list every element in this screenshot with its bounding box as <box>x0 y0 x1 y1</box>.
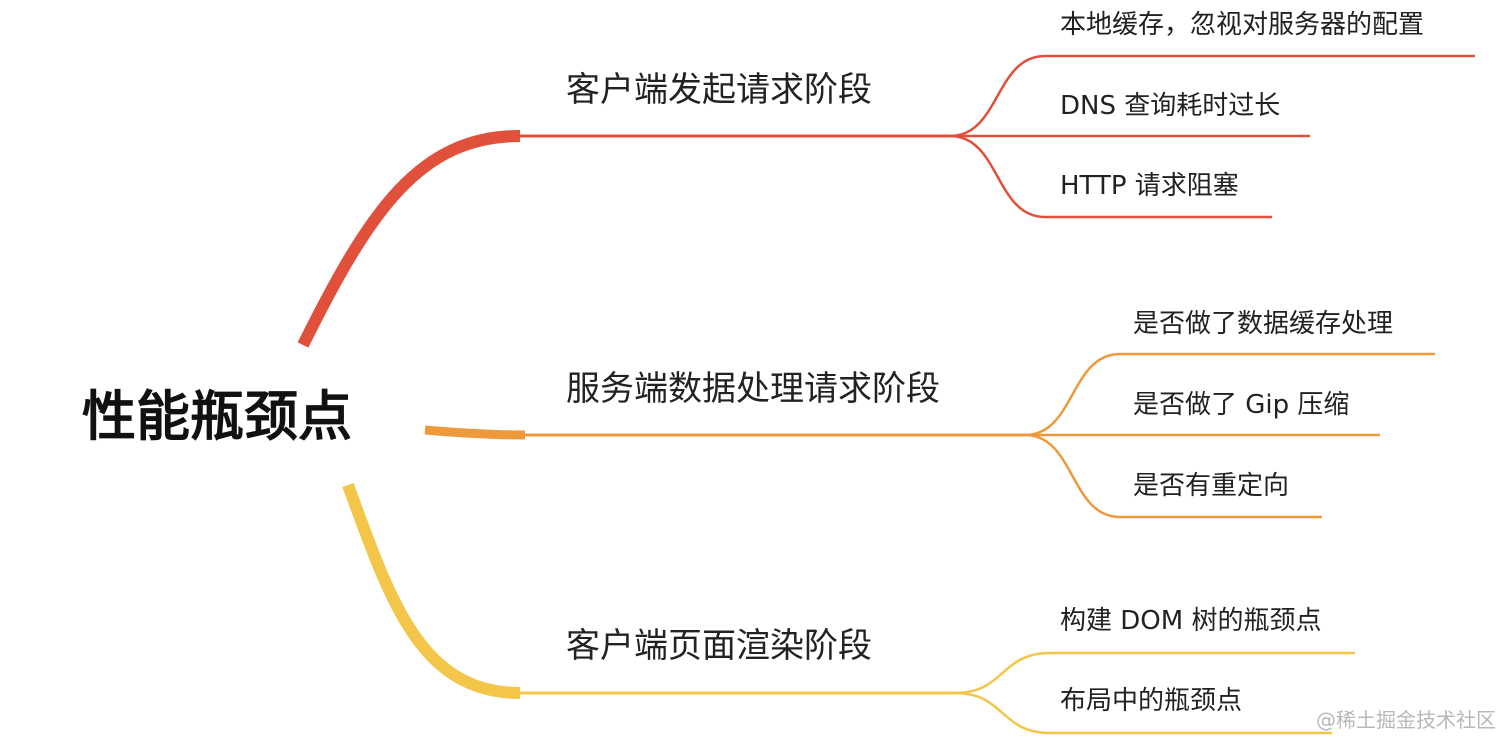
branch-connector <box>297 130 521 348</box>
branch-connector <box>424 425 526 440</box>
leaf-label: 是否做了 Gip 压缩 <box>1133 390 1349 420</box>
leaf-connector <box>1024 433 1322 519</box>
leaf-connector <box>1024 352 1435 437</box>
leaf-label: 是否做了数据缓存处理 <box>1133 309 1393 339</box>
leaf-label: 本地缓存，忽视对服务器的配置 <box>1060 10 1424 40</box>
leaf-label: 是否有重定向 <box>1133 471 1289 501</box>
leaf-label: 布局中的瓶颈点 <box>1060 686 1242 716</box>
branch-label: 服务端数据处理请求阶段 <box>566 369 940 409</box>
branch-server-processing: 服务端数据处理请求阶段 是否做了数据缓存处理 是否做了 Gip 压缩 是否有重定… <box>424 309 1435 519</box>
branch-client-rendering: 客户端页面渲染阶段 构建 DOM 树的瓶颈点 布局中的瓶颈点 <box>342 482 1355 735</box>
leaf-connector <box>954 691 1332 735</box>
watermark: @稀土掘金技术社区 <box>1316 708 1496 732</box>
leaf-label: 构建 DOM 树的瓶颈点 <box>1060 606 1321 636</box>
root-label: 性能瓶颈点 <box>82 385 352 448</box>
leaf-label: DNS 查询耗时过长 <box>1060 91 1280 121</box>
leaf-connector <box>949 134 1272 219</box>
branch-label: 客户端发起请求阶段 <box>566 70 872 110</box>
leaf-label: HTTP 请求阻塞 <box>1060 171 1239 201</box>
leaf-connector <box>954 651 1355 695</box>
branch-client-request: 客户端发起请求阶段 本地缓存，忽视对服务器的配置 DNS 查询耗时过长 HTTP… <box>297 10 1475 348</box>
branch-label: 客户端页面渲染阶段 <box>566 626 872 666</box>
leaf-connector <box>949 54 1475 138</box>
branch-connector <box>342 482 521 699</box>
